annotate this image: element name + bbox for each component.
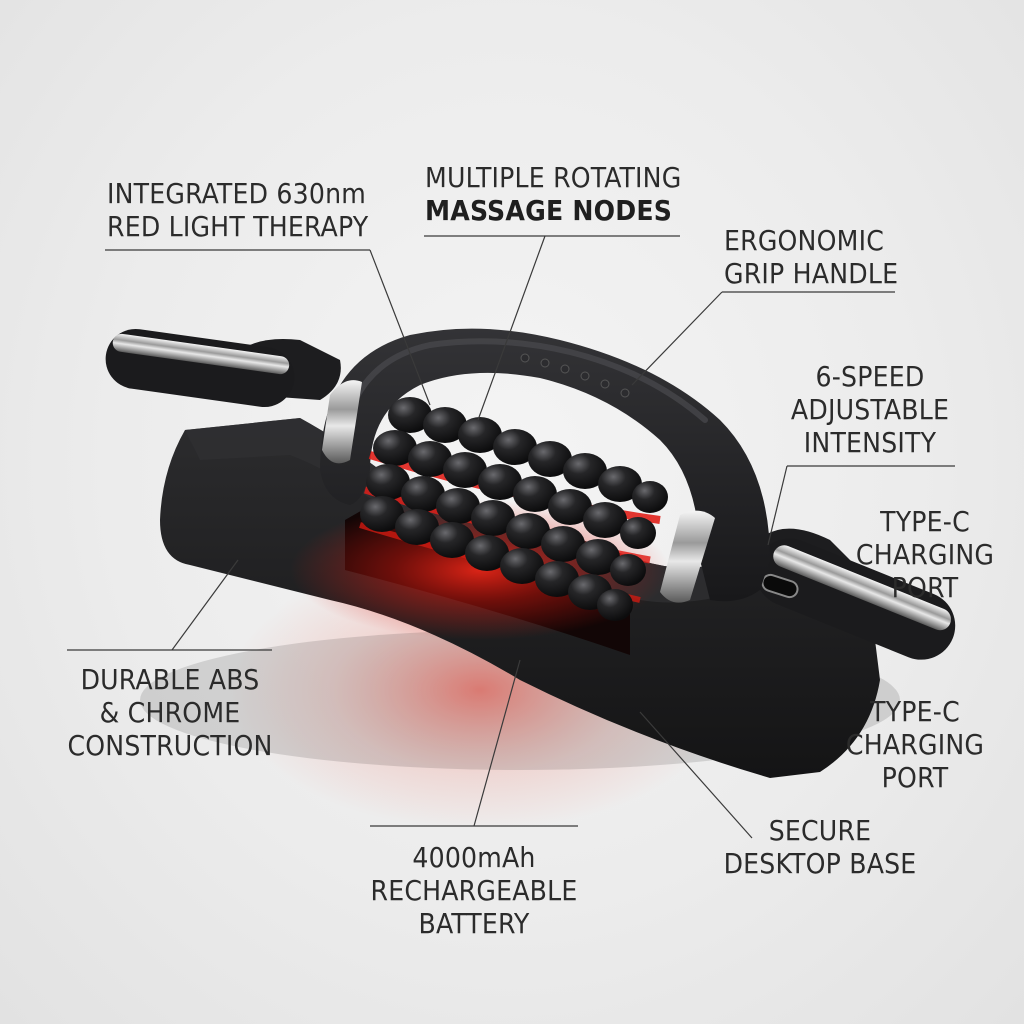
callout-battery: 4000mAh RECHARGEABLE BATTERY xyxy=(368,841,580,940)
right-chrome-cap xyxy=(660,510,715,603)
callout-charging-port-1-line2: CHARGING xyxy=(855,538,995,571)
massage-rollers xyxy=(359,397,668,621)
callout-red-light-line1: INTEGRATED 630nm xyxy=(107,177,366,210)
callout-battery-line1: 4000mAh xyxy=(412,841,536,874)
callout-speed-line2: ADJUSTABLE xyxy=(790,393,950,426)
callout-charging-port-2: TYPE-C CHARGING PORT xyxy=(840,695,990,794)
callout-construction-line3: CONSTRUCTION xyxy=(67,729,273,762)
callout-massage-nodes: MULTIPLE ROTATING MASSAGE NODES xyxy=(425,161,681,227)
callout-charging-port-2-line1: TYPE-C xyxy=(870,695,960,728)
callout-charging-port-2-line2: CHARGING xyxy=(845,728,985,761)
callout-speed-line1: 6-SPEED xyxy=(815,360,925,393)
grip-handle xyxy=(320,328,770,602)
callout-red-light-line2: RED LIGHT THERAPY xyxy=(107,210,369,243)
callout-massage-nodes-line2: MASSAGE NODES xyxy=(425,194,673,227)
callout-speed: 6-SPEED ADJUSTABLE INTENSITY xyxy=(780,360,960,459)
callout-grip: ERGONOMIC GRIP HANDLE xyxy=(724,224,898,290)
callout-base: SECURE DESKTOP BASE xyxy=(715,814,925,880)
left-chrome-cap xyxy=(322,380,362,464)
callout-speed-line3: INTENSITY xyxy=(803,426,937,459)
callout-battery-line3: BATTERY xyxy=(418,907,530,940)
callout-construction-line2: & CHROME xyxy=(99,696,241,729)
leader-lines xyxy=(67,235,955,839)
callout-grip-line1: ERGONOMIC xyxy=(724,224,884,257)
callout-base-line2: DESKTOP BASE xyxy=(723,847,917,880)
speed-indicator-dots xyxy=(520,353,630,398)
callout-grip-line2: GRIP HANDLE xyxy=(724,257,899,290)
right-chrome-inlay xyxy=(773,545,951,631)
callout-base-line1: SECURE xyxy=(768,814,872,847)
callout-red-light: INTEGRATED 630nm RED LIGHT THERAPY xyxy=(107,177,368,243)
left-chrome-inlay xyxy=(112,333,290,375)
callout-charging-port-1-line1: TYPE-C xyxy=(880,505,970,538)
callout-charging-port-2-line3: PORT xyxy=(881,761,949,794)
callout-massage-nodes-line1: MULTIPLE ROTATING xyxy=(425,161,682,194)
callout-charging-port-1: TYPE-C CHARGING PORT xyxy=(850,505,1000,604)
callout-construction: DURABLE ABS & CHROME CONSTRUCTION xyxy=(60,663,280,762)
callout-construction-line1: DURABLE ABS xyxy=(80,663,260,696)
callout-battery-line2: RECHARGEABLE xyxy=(370,874,578,907)
callout-charging-port-1-line3: PORT xyxy=(891,571,959,604)
